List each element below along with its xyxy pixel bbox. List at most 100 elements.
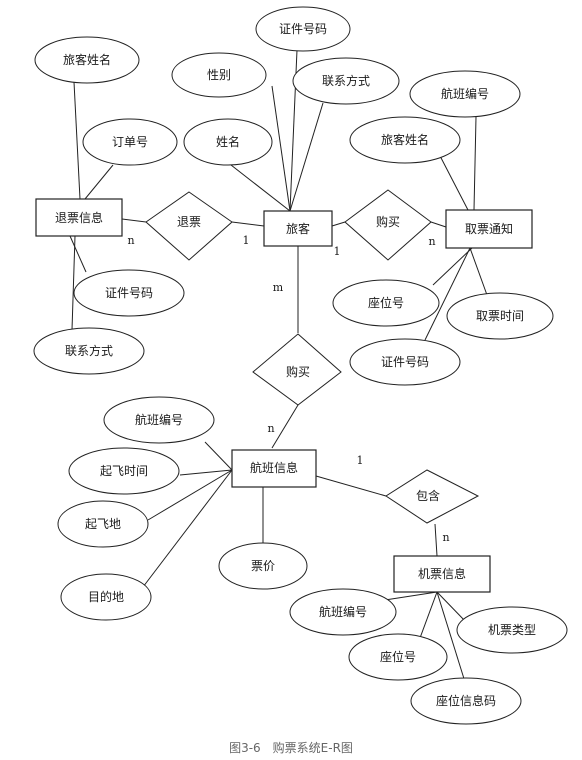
relationship-refund: 退票 bbox=[145, 191, 233, 261]
attribute-flight-destination: 目的地 bbox=[60, 573, 152, 621]
attribute-ellipse bbox=[57, 500, 149, 548]
attribute-label: 订单号 bbox=[112, 135, 148, 149]
attribute-ticket-flight-no: 航班编号 bbox=[289, 588, 397, 636]
attribute-label: 旅客姓名 bbox=[63, 52, 111, 67]
attribute-ticket-type: 机票类型 bbox=[456, 606, 568, 654]
line-buy-top-to-notice bbox=[430, 221, 447, 228]
attribute-notice-flight-no: 航班编号 bbox=[409, 70, 521, 118]
line-ticket-seat-code bbox=[436, 591, 466, 683]
figure-caption: 图3-6 购票系统E-R图 bbox=[229, 740, 353, 755]
line-ticket-seat-no bbox=[419, 591, 438, 639]
line-refund-id-number bbox=[69, 235, 87, 273]
relationship-contain-diamond bbox=[385, 469, 480, 524]
line-notice-id-number bbox=[424, 247, 471, 341]
cardinality-refund-entity: n bbox=[127, 234, 134, 247]
attribute-ellipse bbox=[446, 292, 554, 340]
attribute-flight-departure-time: 起飞时间 bbox=[68, 447, 180, 495]
attribute-ellipse bbox=[456, 606, 568, 654]
attribute-notice-passenger-name: 旅客姓名 bbox=[349, 116, 461, 164]
attribute-label: 证件号码 bbox=[381, 355, 429, 369]
attribute-refund-contact: 联系方式 bbox=[33, 327, 145, 375]
entity-ticket-notice: 取票通知 bbox=[445, 209, 533, 249]
entity-refund-info: 退票信息 bbox=[35, 198, 123, 237]
attribute-label: 票价 bbox=[251, 559, 275, 573]
attribute-label: 联系方式 bbox=[65, 343, 113, 358]
attribute-label: 座位信息码 bbox=[436, 693, 496, 708]
attribute-label: 机票类型 bbox=[488, 623, 536, 637]
cardinality-buy-mid-passenger: m bbox=[273, 281, 284, 294]
line-contain-to-ticket bbox=[434, 523, 438, 557]
attribute-ellipse bbox=[332, 279, 440, 327]
attribute-label: 性别 bbox=[207, 68, 231, 82]
attribute-notice-seat-no: 座位号 bbox=[332, 279, 440, 327]
relationship-refund-diamond bbox=[145, 191, 233, 261]
line-notice-flight-no bbox=[473, 116, 477, 211]
attribute-refund-passenger-name: 旅客姓名 bbox=[34, 36, 140, 84]
line-refund-info-to-refund bbox=[121, 218, 147, 223]
cardinality-labels: n 1 1 n m n 1 n bbox=[127, 234, 449, 544]
entity-ticket-notice-box bbox=[445, 209, 533, 249]
line-flight-departure-place bbox=[147, 469, 233, 521]
line-notice-pickup-time bbox=[469, 247, 488, 296]
attribute-label: 姓名 bbox=[216, 134, 240, 149]
relationship-refund-label: 退票 bbox=[177, 215, 201, 229]
attribute-ellipse bbox=[171, 52, 267, 98]
line-notice-passenger-name bbox=[437, 151, 469, 211]
attribute-refund-id-number: 证件号码 bbox=[73, 269, 185, 317]
relationship-buy-top: 购买 bbox=[344, 189, 432, 261]
line-flight-destination bbox=[142, 469, 233, 588]
attribute-ellipse bbox=[292, 57, 400, 105]
attribute-label: 航班编号 bbox=[319, 604, 367, 619]
entity-ticket-info-label: 机票信息 bbox=[418, 566, 466, 581]
attribute-label: 联系方式 bbox=[322, 73, 370, 88]
connector-lines bbox=[69, 49, 488, 683]
attribute-label: 航班编号 bbox=[441, 86, 489, 101]
attribute-label: 证件号码 bbox=[279, 22, 327, 36]
attribute-notice-id-number: 证件号码 bbox=[349, 338, 461, 386]
attribute-ellipse bbox=[255, 6, 351, 52]
attribute-ellipse bbox=[73, 269, 185, 317]
attribute-label: 目的地 bbox=[88, 589, 124, 604]
relationship-buy-top-diamond bbox=[344, 189, 432, 261]
line-buy-mid-to-flight bbox=[271, 404, 299, 449]
entity-ticket-notice-label: 取票通知 bbox=[465, 222, 513, 236]
attribute-ellipse bbox=[218, 542, 308, 590]
attribute-ellipse bbox=[183, 118, 273, 166]
line-passenger-name bbox=[230, 164, 291, 212]
attribute-ellipse bbox=[60, 573, 152, 621]
entity-ticket-info: 机票信息 bbox=[393, 555, 491, 593]
entity-passenger-label: 旅客 bbox=[286, 221, 310, 236]
relationship-contain-label: 包含 bbox=[416, 488, 440, 503]
attribute-label: 取票时间 bbox=[476, 309, 524, 323]
relationship-contain: 包含 bbox=[385, 469, 480, 524]
entity-flight-info: 航班信息 bbox=[231, 449, 317, 488]
line-refund-order-no bbox=[84, 164, 114, 200]
entity-flight-info-box bbox=[231, 449, 317, 488]
line-flight-to-contain bbox=[315, 475, 387, 497]
attribute-ellipse bbox=[34, 36, 140, 84]
attribute-label: 航班编号 bbox=[135, 412, 183, 427]
entity-ticket-info-box bbox=[393, 555, 491, 593]
line-refund-to-passenger bbox=[231, 221, 265, 227]
attribute-ellipse bbox=[349, 338, 461, 386]
relationship-buy-top-label: 购买 bbox=[376, 214, 400, 229]
attribute-notice-pickup-time: 取票时间 bbox=[446, 292, 554, 340]
cardinality-refund-passenger: 1 bbox=[243, 234, 250, 247]
line-flight-departure-time bbox=[179, 469, 233, 476]
attribute-flight-flight-no: 航班编号 bbox=[103, 396, 215, 444]
attribute-flight-departure-place: 起飞地 bbox=[57, 500, 149, 548]
line-ticket-type bbox=[436, 591, 467, 623]
attribute-refund-order-no: 订单号 bbox=[82, 118, 178, 166]
attribute-ellipse bbox=[410, 677, 522, 725]
attribute-passenger-id-number: 证件号码 bbox=[255, 6, 351, 52]
attribute-ellipse bbox=[68, 447, 180, 495]
attribute-passenger-gender: 性别 bbox=[171, 52, 267, 98]
line-flight-flight-no bbox=[204, 441, 233, 471]
attribute-label: 证件号码 bbox=[105, 286, 153, 300]
line-passenger-gender bbox=[271, 85, 291, 212]
attribute-ticket-seat-code: 座位信息码 bbox=[410, 677, 522, 725]
cardinality-buy-mid-flight: n bbox=[267, 422, 274, 435]
attribute-ellipse bbox=[289, 588, 397, 636]
attribute-ellipse bbox=[349, 116, 461, 164]
attribute-ellipse bbox=[409, 70, 521, 118]
